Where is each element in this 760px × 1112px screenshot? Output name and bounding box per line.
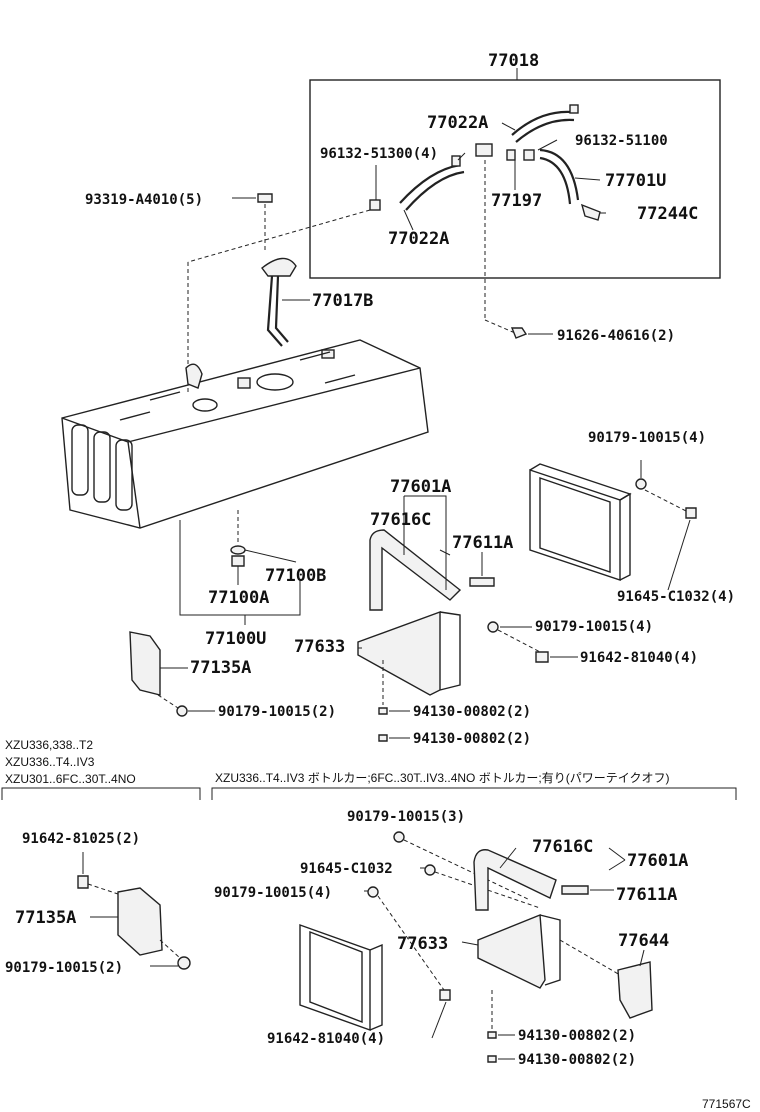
bracket-77601A-lower	[473, 849, 557, 911]
note-left-3: XZU301..6FC..30T..4NO	[5, 772, 136, 786]
label-77017B: 77017B	[312, 291, 373, 311]
bolt-91645-a	[685, 507, 697, 519]
footer-code: 771567C	[702, 1097, 751, 1111]
label-77018: 77018	[488, 51, 539, 71]
nut-90179-b	[487, 621, 499, 633]
label-77135A-upper: 77135A	[190, 658, 251, 678]
bolt-77611A-lower	[561, 885, 589, 895]
fuel-tank	[61, 339, 429, 529]
label-96132-51100: 96132-51100	[575, 133, 668, 149]
label-91645-b: 91645-C1032	[300, 861, 393, 877]
label-91642-a: 91642-81040(4)	[580, 650, 698, 666]
label-77244C: 77244C	[637, 204, 698, 224]
label-77100B: 77100B	[265, 566, 326, 586]
label-77616C-lower: 77616C	[532, 837, 593, 857]
note-left-2: XZU336..T4..IV3	[5, 755, 95, 769]
label-77633-upper: 77633	[294, 637, 345, 657]
label-77022A-bottom: 77022A	[388, 229, 449, 249]
bracket-77644	[617, 961, 653, 1019]
label-77701U: 77701U	[605, 171, 666, 191]
label-77644: 77644	[618, 931, 669, 951]
label-77611A-lower: 77611A	[616, 885, 677, 905]
label-90179-a: 90179-10015(4)	[588, 430, 706, 446]
label-94130-b: 94130-00802(2)	[413, 731, 531, 747]
gauge-77017B	[261, 257, 297, 277]
label-90179-d: 90179-10015(3)	[347, 809, 465, 825]
plug-77100A	[231, 555, 245, 567]
bracket-77135A-upper	[129, 631, 161, 696]
label-77611A-upper: 77611A	[452, 533, 513, 553]
label-91642-b: 91642-81025(2)	[22, 831, 140, 847]
bolt-91642-a	[535, 651, 549, 663]
joint-77197	[475, 143, 493, 157]
label-94130-d: 94130-00802(2)	[518, 1052, 636, 1068]
label-93319: 93319-A4010(5)	[85, 192, 203, 208]
label-77100U: 77100U	[205, 629, 266, 649]
section-right	[211, 787, 737, 800]
label-77616C-upper: 77616C	[370, 510, 431, 530]
insulator-77633-upper	[357, 610, 441, 696]
label-94130-c: 94130-00802(2)	[518, 1028, 636, 1044]
bolt-77611A-upper	[469, 577, 495, 587]
label-77601A-upper: 77601A	[390, 477, 451, 497]
gasket-77100B	[230, 545, 246, 555]
note-right-1: XZU336..T4..IV3 ボトルカー;6FC..30T..IV3..4NO…	[215, 771, 669, 785]
hose-77022A-bottom	[399, 163, 461, 204]
label-91626: 91626-40616(2)	[557, 328, 675, 344]
label-77135A-lower: 77135A	[15, 908, 76, 928]
note-left-1: XZU336,338..T2	[5, 738, 93, 752]
nut-90179-a	[635, 478, 647, 490]
clip-77244C	[580, 203, 601, 221]
bracket-77135A-lower	[117, 887, 163, 956]
hose-77701U	[539, 148, 580, 201]
label-94130-a: 94130-00802(2)	[413, 704, 531, 720]
label-96132-51300: 96132-51300(4)	[320, 146, 438, 162]
bolt-93319	[257, 193, 273, 203]
label-77601A-lower: 77601A	[627, 851, 688, 871]
label-91642-c: 91642-81040(4)	[267, 1031, 385, 1047]
label-77197: 77197	[491, 191, 542, 211]
section-left	[1, 787, 201, 800]
label-90179-b: 90179-10015(4)	[535, 619, 653, 635]
label-90179-e: 90179-10015(4)	[214, 885, 332, 901]
insulator-77633-lower	[477, 913, 546, 989]
label-77100A: 77100A	[208, 588, 269, 608]
label-77022A-top: 77022A	[427, 113, 488, 133]
label-77633-lower: 77633	[397, 934, 448, 954]
bolt-91626	[510, 327, 528, 339]
bolt-91642-b	[77, 875, 89, 889]
bracket-77601A-upper	[369, 529, 462, 611]
group-box-77018	[309, 79, 721, 279]
label-91645-a: 91645-C1032(4)	[617, 589, 735, 605]
hose-77022A-top	[511, 110, 573, 136]
label-90179-c: 90179-10015(2)	[218, 704, 336, 720]
label-90179-f: 90179-10015(2)	[5, 960, 123, 976]
